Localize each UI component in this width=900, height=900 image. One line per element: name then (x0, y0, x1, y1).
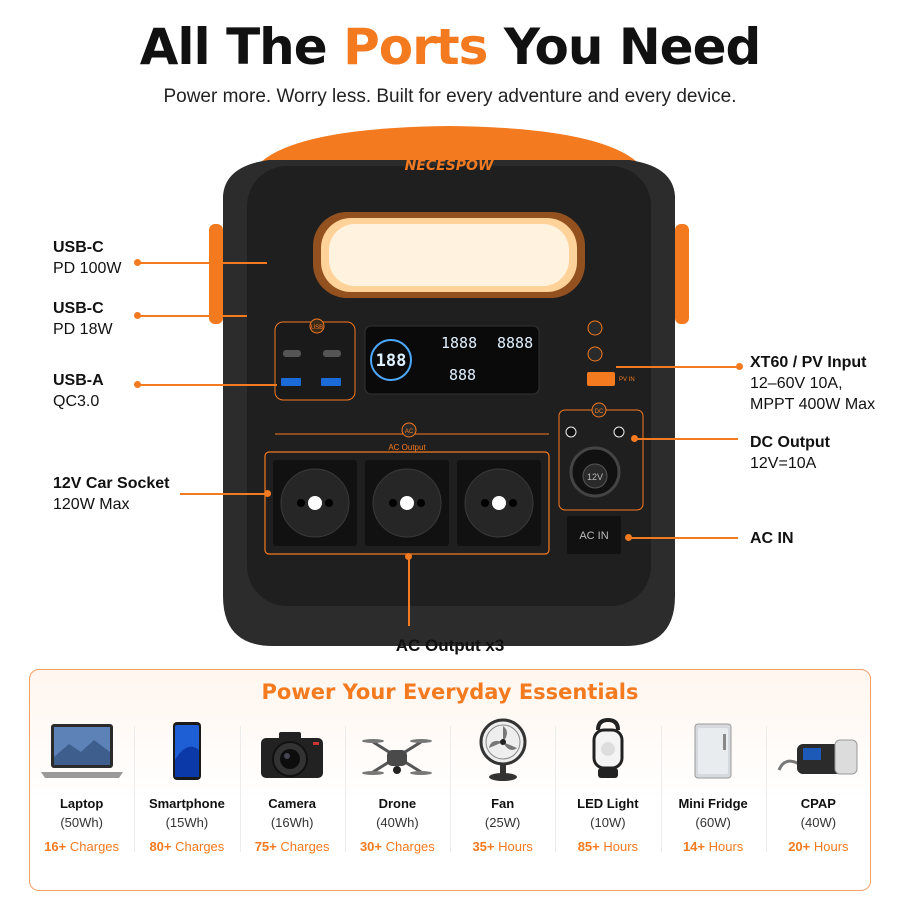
essential-item: Mini Fridge (60W) 14+ Hours (660, 716, 766, 856)
usb-button: USB (311, 325, 323, 331)
callout-dot (405, 553, 412, 560)
callout-line (137, 384, 277, 386)
car-socket-12v: 12V (587, 472, 603, 482)
power-station-image: NECESPOW USB 188 1888 8888 888 PV IN AC … (209, 126, 689, 646)
callout-dot (134, 259, 141, 266)
callout-dot (134, 312, 141, 319)
essential-item: Smartphone (15Wh) 80+ Charges (134, 716, 239, 856)
callout-line (634, 438, 738, 440)
brand-logo: NECESPOW (405, 158, 494, 174)
callout-ac-output: AC Output x3 (395, 636, 505, 655)
callout-dot (264, 490, 271, 497)
callout-line (616, 366, 740, 368)
ac-socket (365, 460, 449, 546)
callout-line (180, 493, 268, 495)
laptop-icon (40, 724, 123, 778)
callout-dot (736, 363, 743, 370)
drone-icon (362, 739, 433, 775)
title-part-2: You Need (503, 18, 761, 76)
callout-line (137, 315, 247, 317)
dc-button: DC (595, 409, 604, 415)
mini-fridge-icon (694, 723, 732, 779)
essential-item: LED Light (10W) 85+ Hours (555, 716, 660, 856)
callout-usba: USB-A QC3.0 (53, 372, 104, 410)
callout-usbc-100w: USB-C PD 100W (53, 239, 122, 277)
cpap-icon (777, 739, 858, 775)
callout-line (628, 537, 738, 539)
display-bottom: 888 (449, 366, 476, 384)
fan-icon (479, 718, 527, 781)
callout-usbc-18w: USB-C PD 18W (53, 300, 113, 338)
camera-icon (261, 732, 324, 778)
ac-output-panel-label: AC Output (388, 443, 426, 452)
callout-line (137, 262, 267, 264)
callout-dot (631, 435, 638, 442)
led-light-icon (592, 718, 624, 778)
callout-dc-output: DC Output 12V=10A (750, 434, 830, 472)
callout-line (408, 556, 410, 626)
title-accent: Ports (343, 18, 488, 76)
ac-in-port-label: AC IN (579, 530, 608, 542)
callout-ac-in: AC IN (750, 530, 794, 547)
essential-item: Camera (16Wh) 75+ Charges (239, 716, 345, 856)
page-title: All The Ports You Need (0, 18, 900, 76)
essential-item: CPAP (40W) 20+ Hours (765, 716, 871, 856)
display-output: 8888 (497, 334, 533, 352)
essentials-list: Laptop (50Wh) 16+ Charges Smartphone (15… (29, 716, 871, 856)
page-subtitle: Power more. Worry less. Built for every … (163, 86, 737, 107)
display-percent: 188 (376, 351, 407, 371)
essential-item: Fan (25W) 35+ Hours (450, 716, 555, 856)
callout-dot (134, 381, 141, 388)
pv-in-label: PV IN (619, 377, 635, 383)
essential-item: Laptop (50Wh) 16+ Charges (29, 716, 134, 856)
ac-socket (273, 460, 357, 546)
callout-xt60: XT60 / PV Input 12–60V 10A, MPPT 400W Ma… (750, 354, 876, 413)
callout-dot (625, 534, 632, 541)
display-input: 1888 (441, 334, 477, 352)
ac-socket (457, 460, 541, 546)
callout-car-socket: 12V Car Socket 120W Max (53, 475, 170, 513)
title-part-1: All The (139, 18, 328, 76)
smartphone-icon (172, 722, 201, 780)
essential-item: Drone (40Wh) 30+ Charges (344, 716, 450, 856)
ac-button: AC (405, 429, 414, 435)
essentials-title: Power Your Everyday Essentials (261, 680, 639, 704)
